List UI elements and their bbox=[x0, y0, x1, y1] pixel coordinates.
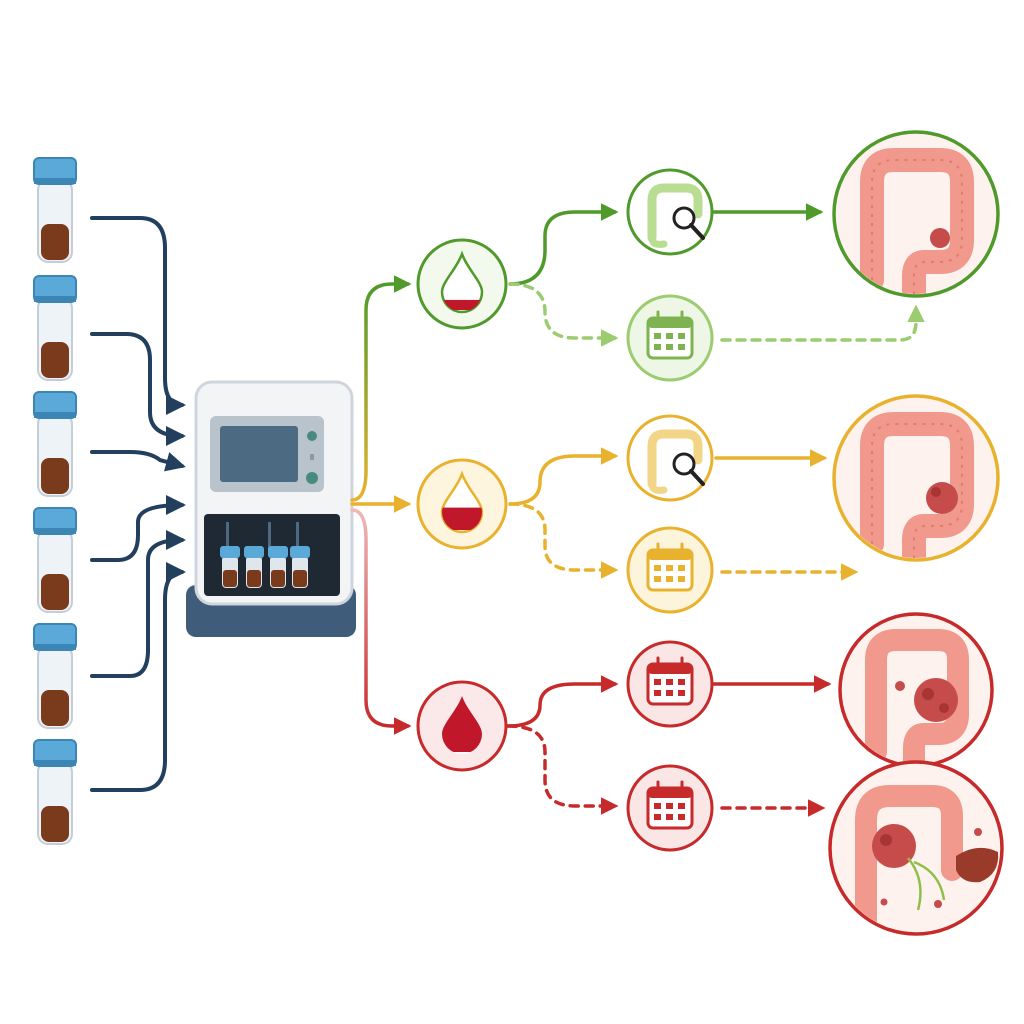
arrow-low-primary bbox=[508, 203, 619, 286]
machine-tube-icon bbox=[268, 546, 288, 588]
blood-drop-icon bbox=[416, 458, 508, 550]
colon-metastatic-cancer-icon bbox=[828, 760, 1004, 936]
arrow-high-primary bbox=[506, 675, 619, 728]
branch-line-high bbox=[350, 508, 412, 735]
machine-tube-icon bbox=[244, 546, 264, 588]
stool-sample-tube-icon bbox=[33, 275, 77, 381]
calendar-icon bbox=[626, 764, 714, 852]
arrow-medium-primary bbox=[508, 447, 619, 506]
colon-tumor-icon bbox=[832, 394, 1000, 562]
colonoscopy-icon bbox=[626, 168, 714, 256]
fit-analyzer-machine-icon bbox=[186, 380, 356, 637]
arrow-tube-2 bbox=[90, 332, 186, 446]
colon-small-polyp-icon bbox=[832, 130, 1000, 298]
calendar-icon bbox=[626, 526, 714, 614]
blood-drop-icon bbox=[416, 680, 508, 772]
arrow-tube-4 bbox=[90, 495, 186, 562]
stool-sample-tube-icon bbox=[33, 157, 77, 263]
calendar-icon bbox=[626, 294, 714, 382]
arrow-medium-secondary bbox=[508, 502, 619, 579]
input-arrows bbox=[90, 216, 186, 792]
arrow-low-secondary bbox=[508, 282, 619, 347]
stool-sample-tube-icon bbox=[33, 623, 77, 729]
branch-line-low bbox=[350, 275, 412, 502]
machine-loaded-tubes bbox=[220, 546, 310, 588]
arrow-tube-3 bbox=[90, 450, 186, 472]
arrow-tube-1 bbox=[90, 216, 186, 415]
stool-sample-tube-icon bbox=[33, 739, 77, 845]
machine-button-bottom bbox=[306, 472, 318, 484]
machine-tube-icon bbox=[290, 546, 310, 588]
calendar-icon bbox=[626, 640, 714, 728]
arrow-tube-6 bbox=[90, 562, 186, 792]
blood-level-nodes bbox=[416, 238, 508, 772]
arrow-low-secondary-outcome bbox=[720, 304, 925, 342]
arrow-high-secondary bbox=[506, 724, 619, 815]
stool-sample-tube-icon bbox=[33, 391, 77, 497]
stool-sample-tube-icon bbox=[33, 507, 77, 613]
arrow-tube-5 bbox=[90, 530, 186, 678]
machine-tube-icon bbox=[220, 546, 240, 588]
machine-button-top bbox=[307, 431, 317, 441]
sample-tubes bbox=[33, 157, 77, 845]
colon-advanced-tumor-icon bbox=[838, 612, 994, 768]
colonoscopy-icon bbox=[626, 414, 714, 502]
blood-drop-icon bbox=[416, 238, 508, 330]
